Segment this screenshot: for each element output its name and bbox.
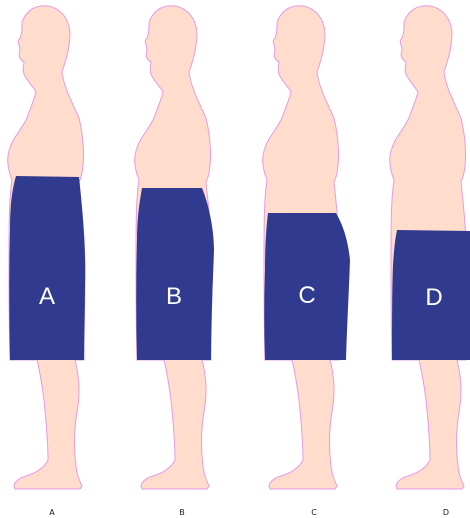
caption-b: B — [179, 508, 185, 517]
garment-label-d: D — [425, 284, 442, 311]
figure-a: A — [8, 6, 85, 489]
caption-a: A — [49, 508, 55, 517]
caption-d: D — [443, 508, 449, 517]
garment-label-c: C — [298, 282, 315, 309]
figure-c: C — [263, 6, 350, 489]
figure-d: D — [390, 6, 470, 489]
shorts-b — [136, 188, 214, 360]
caption-c: C — [311, 508, 317, 517]
garment-label-b: B — [166, 283, 182, 310]
figure-b: B — [135, 6, 214, 489]
shorts-a — [9, 176, 85, 360]
garment-label-a: A — [39, 283, 55, 310]
